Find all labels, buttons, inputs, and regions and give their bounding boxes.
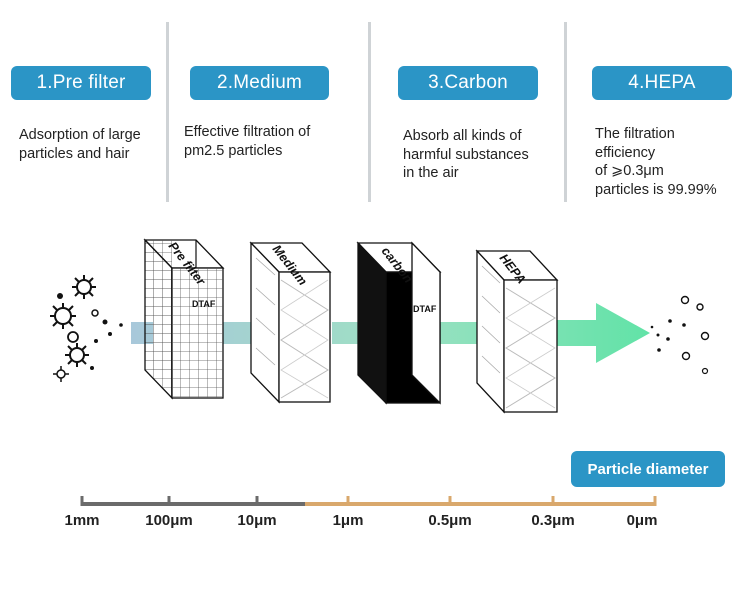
particle-dot-icon: [656, 333, 660, 337]
particle-dot-icon: [102, 319, 108, 325]
particle-dot-icon: [682, 323, 686, 327]
stage-divider: [368, 22, 371, 202]
stage-divider: [166, 22, 169, 202]
scale-tick-label: 0.5μm: [428, 512, 472, 529]
particle-dot-icon: [91, 309, 99, 317]
particle-dot-icon: [696, 303, 704, 311]
particle-dot-icon: [666, 337, 670, 341]
incoming-particles: [50, 275, 123, 382]
filter-box-pre-filter: Pre filter DTAF: [143, 238, 225, 400]
particle-dot-icon: [108, 332, 112, 336]
scale-tick-label: 0.3μm: [531, 512, 575, 529]
particle-diameter-scale: [80, 496, 657, 506]
stage-description-medium: Effective filtration of pm2.5 particles: [184, 124, 311, 159]
stage-badge-hepa: 4.HEPA: [592, 66, 732, 100]
scale-tick-label: 100μm: [145, 512, 193, 529]
virus-icon: [50, 303, 76, 329]
particle-dot-icon: [94, 339, 98, 343]
particle-dot-icon: [681, 351, 691, 361]
particle-dot-icon: [67, 331, 79, 343]
particle-dot-icon: [680, 295, 690, 305]
scale-tick-label: 1μm: [332, 512, 364, 529]
virus-icon: [53, 366, 69, 382]
virus-icon: [72, 275, 96, 299]
particle-dot-icon: [700, 331, 710, 341]
particle-dot-icon: [701, 367, 709, 375]
brand-logo-dtaf: DTAF: [413, 304, 437, 314]
particle-dot-icon: [90, 366, 94, 370]
virus-icon: [65, 343, 89, 367]
outgoing-particles: [650, 295, 710, 375]
particle-dot-icon: [668, 319, 672, 323]
filter-box-hepa: HEPA: [475, 249, 559, 414]
filter-box-medium: Medium: [249, 241, 332, 404]
stage-description-carbon: Absorb all kinds of harmful substances i…: [403, 128, 529, 181]
air-flow-arrow-icon: [556, 303, 650, 363]
scale-tick-label: 1mm: [64, 512, 100, 529]
particle-dot-icon: [119, 323, 123, 327]
stage-divider: [564, 22, 567, 202]
brand-logo-dtaf: DTAF: [192, 299, 216, 309]
particle-dot-icon: [657, 348, 661, 352]
stage-badge-medium: 2.Medium: [190, 66, 329, 100]
stage-description-pre-filter: Adsorption of large particles and hair: [19, 127, 141, 162]
particle-diameter-badge: Particle diameter: [571, 451, 725, 487]
filter-box-carbon: carbon DTAF: [356, 241, 442, 405]
stage-description-hepa: The filtration efficiency of ⩾0.3μm part…: [595, 126, 717, 198]
scale-tick-label: 10μm: [237, 512, 277, 529]
stage-badge-carbon: 3.Carbon: [398, 66, 538, 100]
particle-dot-icon: [650, 325, 654, 329]
particle-dot-icon: [57, 293, 63, 299]
stage-badge-pre-filter: 1.Pre filter: [11, 66, 151, 100]
scale-tick-label: 0μm: [626, 512, 658, 529]
